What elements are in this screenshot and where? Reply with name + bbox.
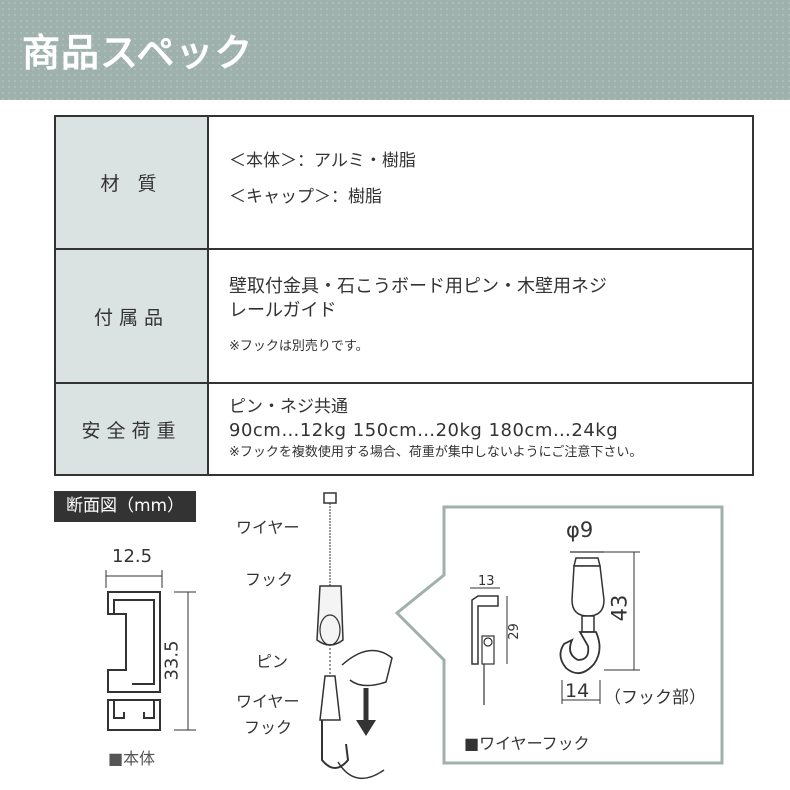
spec-note: ※フックを複数使用する場合、荷重が集中しないようにご注意下さい。 (229, 445, 643, 460)
dim-13: 13 (478, 574, 495, 589)
wire-hook-illustration (316, 492, 393, 779)
wire-hook-label: ワイヤー (236, 692, 300, 711)
spec-value: ピン・ネジ共通 90cm…12kg 150cm…20kg 180cm…24kg … (207, 382, 754, 476)
hook-label: フック (245, 570, 294, 589)
rail-profile (107, 591, 161, 731)
wire-hook-label-2: フック (244, 718, 293, 737)
dim-rail-width: 12.5 (112, 546, 153, 567)
spec-line: 壁取付金具・石こうボード用ピン・木壁用ネジ (229, 276, 607, 297)
dim-phi9: φ9 (566, 518, 594, 542)
pin-label: ピン (256, 652, 289, 671)
page-title: 商品スペック (22, 31, 254, 75)
wire-hook-caption: ■ワイヤーフック (464, 734, 590, 753)
dim-14: 14 (565, 680, 590, 702)
section-label: 断面図（mm） (54, 491, 197, 522)
spec-row-material: 材 質 ＜本体＞：アルミ・樹脂 ＜キャップ＞：樹脂 (54, 115, 754, 250)
spec-line: ＜キャップ＞：樹脂 (229, 186, 382, 207)
rail-dims (105, 570, 196, 731)
body-caption: ■本体 (108, 749, 156, 768)
spec-line: 90cm…12kg 150cm…20kg 180cm…24kg (229, 420, 619, 441)
dim-rail-height: 33.5 (161, 640, 183, 681)
spec-row-accessories: 付属品 壁取付金具・石こうボード用ピン・木壁用ネジ レールガイド ※フックは別売… (54, 248, 754, 384)
spec-label: 安全荷重 (54, 382, 209, 476)
spec-line: レールガイド (229, 300, 337, 321)
spec-value: 壁取付金具・石こうボード用ピン・木壁用ネジ レールガイド ※フックは別売りです。 (207, 248, 754, 384)
detail-frame (394, 505, 724, 765)
spec-table: 材 質 ＜本体＞：アルミ・樹脂 ＜キャップ＞：樹脂 付属品 壁取付金具・石こうボ… (54, 115, 754, 476)
spec-value: ＜本体＞：アルミ・樹脂 ＜キャップ＞：樹脂 (207, 115, 754, 250)
spec-row-load: 安全荷重 ピン・ネジ共通 90cm…12kg 150cm…20kg 180cm…… (54, 382, 754, 476)
spec-label: 付属品 (54, 248, 209, 384)
dim-29: 29 (506, 623, 522, 640)
wire-label: ワイヤー (236, 518, 300, 537)
bracket-drawing (470, 587, 508, 705)
spec-line: ＜本体＞：アルミ・樹脂 (229, 150, 416, 171)
large-hook-drawing (559, 551, 640, 704)
header-banner: 商品スペック (0, 0, 790, 100)
hook-part-label: （フック部） (604, 688, 706, 708)
spec-note: ※フックは別売りです。 (229, 339, 369, 354)
spec-line: ピン・ネジ共通 (229, 397, 348, 417)
spec-label: 材 質 (54, 115, 209, 250)
dim-43: 43 (607, 594, 632, 622)
